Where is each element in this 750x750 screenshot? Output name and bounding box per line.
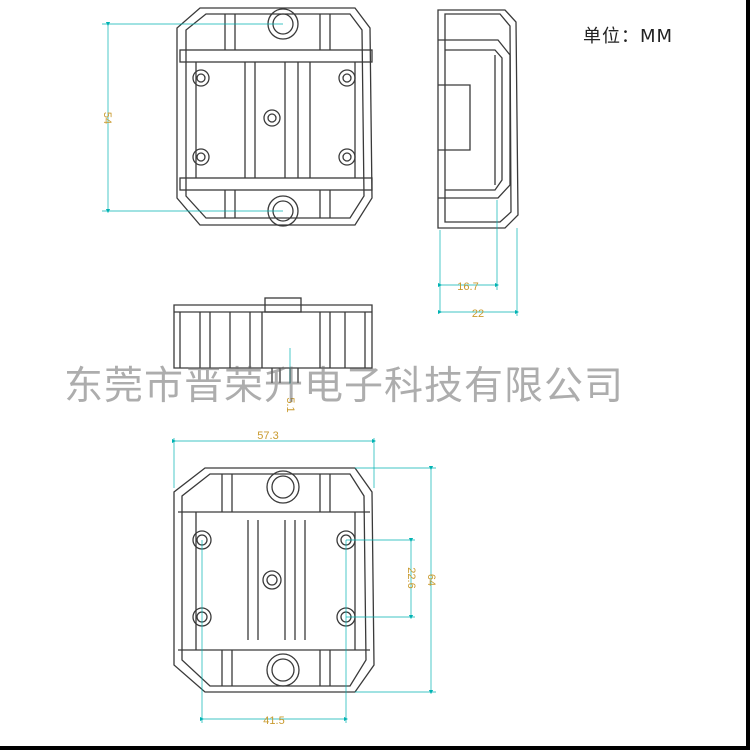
dim-label-64: 64 [425,574,437,586]
dim-label-57-3: 57.3 [257,430,278,442]
dim-label-5-1: 5.1 [284,397,296,412]
dim-57-3: 57.3 [171,430,377,488]
dim-41-5: 41.5 [199,540,349,727]
dim-22-6: 22.6 [346,537,417,620]
company-watermark: 东莞市晋荣升电子科技有限公司 [64,364,625,409]
dim-54: 54 [101,21,283,214]
dim-label-22: 22 [472,308,484,320]
dim-label-22-6: 22.6 [405,567,417,588]
top-view [176,7,373,227]
unit-label: 单位：MM [583,26,674,47]
side-view [437,9,519,229]
dim-22: 22 [437,228,520,320]
dim-64: 64 [355,465,437,695]
dim-16-7: 16.7 [437,200,500,312]
dim-label-54: 54 [101,112,113,124]
dim-5-1: 5.1 [284,348,296,413]
bottom-view [173,467,375,693]
dim-label-16-7: 16.7 [457,281,478,293]
dim-label-41-5: 41.5 [263,715,284,727]
